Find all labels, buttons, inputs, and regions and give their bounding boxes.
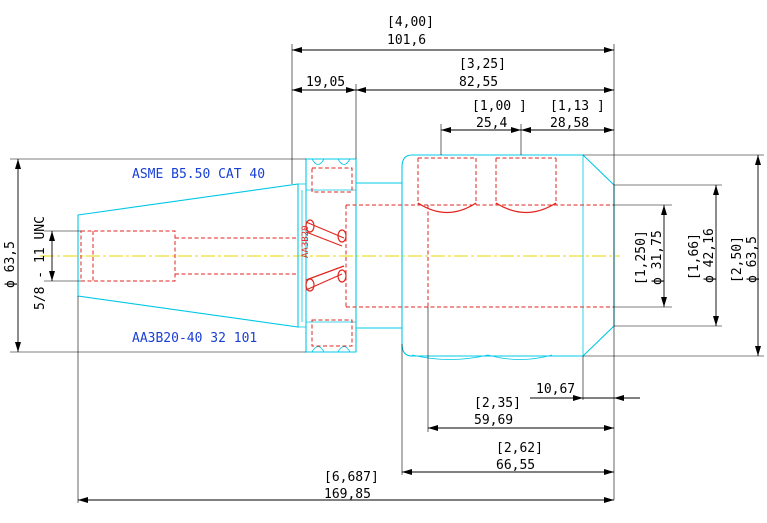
part-outline (77, 154, 615, 360)
dim-body-dia-mm: ϕ 63,5 (745, 236, 760, 283)
dim-taper-dia: ϕ 63,5 (3, 241, 18, 288)
dim-body-dia-inch: [2,50] (730, 236, 745, 283)
neck-outline (356, 182, 402, 329)
horizontal-dimensions: [4,00] 101,6 [3,25] 82,55 19,05 [1,00 ] … (77, 15, 640, 503)
dim-offset-mm: 28,58 (550, 116, 589, 131)
dim-total-mm: 169,85 (324, 487, 371, 502)
vertical-dimensions: ϕ 63,5 5/8 - 11 UNC [1,250] ϕ 31,75 [1,6… (3, 154, 764, 357)
standard-note: ASME B5.50 CAT 40 (132, 167, 265, 182)
dim-body-mm: 82,55 (459, 75, 498, 90)
dim-body-depth-inch: [2,62] (496, 441, 543, 456)
engraving-text: AA3B20 (301, 225, 311, 258)
dim-body-inch: [3,25] (459, 57, 506, 72)
dim-bore-dia-mm: ϕ 31,75 (650, 230, 665, 285)
dim-groove-mm: 25,4 (476, 116, 507, 131)
dim-total-inch: [6,687] (324, 470, 379, 485)
dim-groove-inch: [1,00 ] (472, 99, 527, 114)
dim-thread: 5/8 - 11 UNC (33, 216, 48, 310)
dim-body-depth-mm: 66,55 (496, 458, 535, 473)
dim-relief-dia-inch: [1,66] (687, 233, 702, 280)
dim-flange-mm: 19,05 (306, 75, 345, 90)
part-number-note: AA3B20-40 32 101 (132, 331, 257, 346)
dim-bore-dia-inch: [1,250] (634, 230, 649, 285)
dim-bore-depth-inch: [2,35] (474, 396, 521, 411)
dim-overall-inch: [4,00] (387, 15, 434, 30)
dim-overall-mm: 101,6 (387, 33, 426, 48)
dim-offset-inch: [1,13 ] (550, 99, 605, 114)
hidden-features: AA3B20 (80, 157, 614, 347)
dim-bore-offset-mm: 10,67 (536, 382, 575, 397)
dim-bore-depth-mm: 59,69 (474, 413, 513, 428)
dim-relief-dia-mm: ϕ 42,16 (702, 228, 717, 283)
